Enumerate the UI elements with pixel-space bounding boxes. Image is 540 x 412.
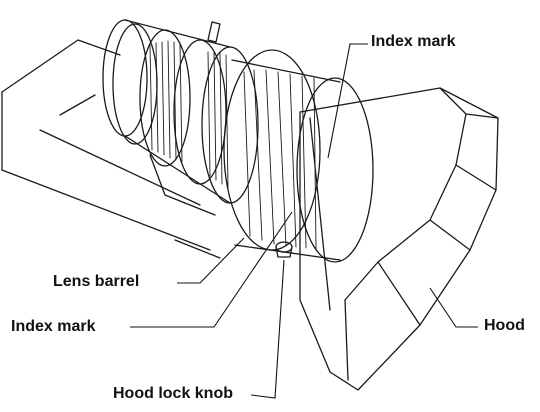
label-lens-barrel: Lens barrel (53, 273, 140, 290)
leader-index-mark-left (130, 211, 293, 328)
leader-hood-lock-knob (250, 259, 285, 399)
leader-index-mark-top (327, 43, 368, 159)
camera-body (1, 39, 221, 259)
leader-lines (130, 43, 478, 399)
hood-shape (299, 87, 499, 391)
label-index-mark-top: Index mark (371, 33, 456, 50)
label-hood: Hood (484, 317, 525, 334)
hood-lock-knob-shape (275, 241, 293, 258)
lens-barrel-shape (223, 49, 374, 263)
label-hood-lock-knob: Hood lock knob (113, 385, 233, 402)
leader-lens-barrel (177, 237, 245, 284)
lens-rings (102, 19, 259, 204)
leader-hood (429, 287, 478, 328)
label-index-mark-left: Index mark (11, 318, 96, 335)
